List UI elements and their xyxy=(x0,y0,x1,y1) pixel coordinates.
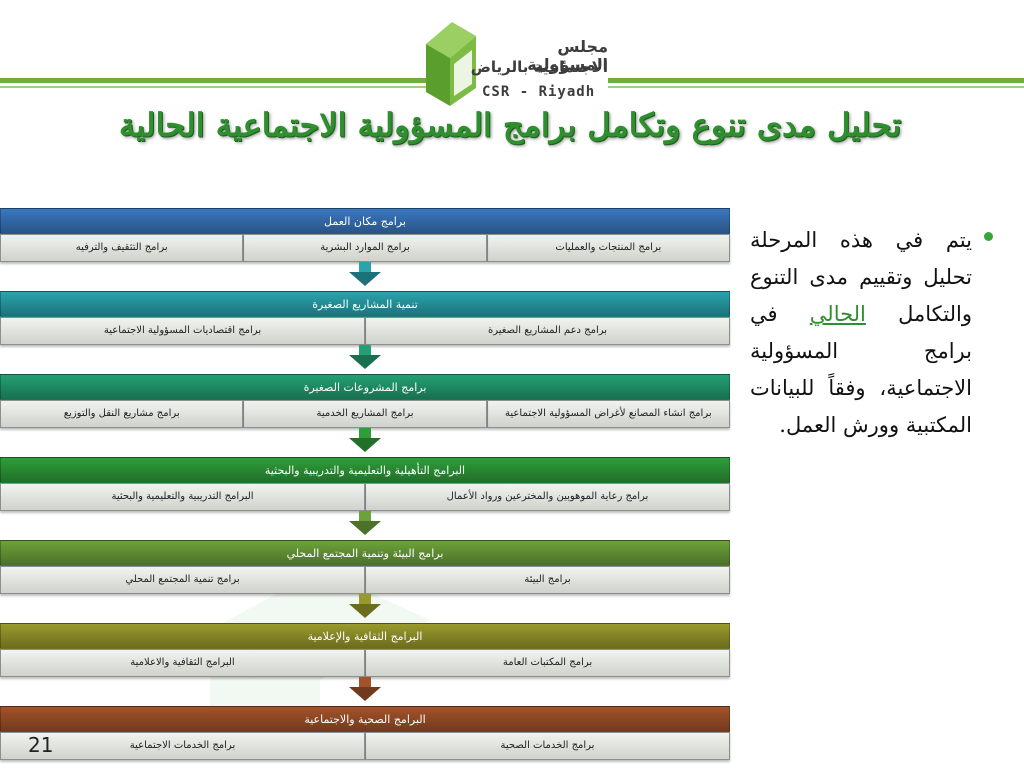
header-line-right-thin xyxy=(608,86,1024,88)
program-items-row: برامج انشاء المصانع لأغراض المسؤولية الا… xyxy=(0,400,730,428)
flow-arrow-icon xyxy=(349,438,381,452)
program-block-title: برامج المشروعات الصغيرة xyxy=(0,374,730,400)
program-item: برامج الموارد البشرية xyxy=(243,234,487,262)
page-number: 21 xyxy=(28,733,54,757)
flow-arrow-stem xyxy=(359,511,371,523)
flow-arrow-icon xyxy=(349,272,381,286)
flow-arrow-stem xyxy=(359,345,371,357)
bullet-icon xyxy=(984,232,993,241)
program-block: البرامج التأهيلية والتعليمية والتدريبية … xyxy=(0,457,730,511)
logo-text-line2: الاجتماعية بالرياض xyxy=(470,58,608,76)
flow-arrow-stem xyxy=(359,594,371,606)
program-item: برامج المنتجات والعمليات xyxy=(486,234,730,262)
flow-arrow-stem xyxy=(359,677,371,689)
bullet-link[interactable]: الحالي xyxy=(809,302,866,326)
flow-arrow-icon xyxy=(349,687,381,701)
program-item: برامج الخدمات الصحية xyxy=(365,732,730,760)
bullet-text-after: في برامج المسؤولية الاجتماعية، وفقاً للب… xyxy=(750,302,972,437)
program-block-title: تنمية المشاريع الصغيرة xyxy=(0,291,730,317)
program-block-title: برامج البيئة وتنمية المجتمع المحلي xyxy=(0,540,730,566)
header-line-right xyxy=(608,78,1024,83)
flow-arrow-icon xyxy=(349,604,381,618)
program-items-row: برامج رعاية الموهوبين والمخترعين ورواد ا… xyxy=(0,483,730,511)
flow-arrow-stem xyxy=(359,262,371,274)
program-item: البرامج التدريبية والتعليمية والبحثية xyxy=(0,483,365,511)
program-item: برامج تنمية المجتمع المحلي xyxy=(0,566,365,594)
csr-logo-icon xyxy=(426,22,476,106)
program-item: برامج رعاية الموهوبين والمخترعين ورواد ا… xyxy=(365,483,730,511)
program-item: برامج التثقيف والترفيه xyxy=(0,234,244,262)
bullet-paragraph: يتم في هذه المرحلة تحليل وتقييم مدى التن… xyxy=(750,222,972,444)
logo-text-line1: مجلس المسؤولية xyxy=(527,37,608,74)
program-item: برامج المكتبات العامة xyxy=(365,649,730,677)
program-item: البرامج الثقافية والاعلامية xyxy=(0,649,365,677)
slide-title: تحليل مدى تنوع وتكامل برامج المسؤولية ال… xyxy=(118,106,902,144)
program-item: برامج دعم المشاريع الصغيرة xyxy=(365,317,730,345)
program-block-title: البرامج التأهيلية والتعليمية والتدريبية … xyxy=(0,457,730,483)
program-item: برامج مشاريع النقل والتوزيع xyxy=(0,400,244,428)
program-block-title: البرامج الثقافية والإعلامية xyxy=(0,623,730,649)
flow-arrow-icon xyxy=(349,521,381,535)
flow-arrow-icon xyxy=(349,355,381,369)
program-item: برامج اقتصاديات المسؤولية الاجتماعية xyxy=(0,317,365,345)
program-item: برامج الخدمات الاجتماعية xyxy=(0,732,365,760)
header-line-left xyxy=(0,78,430,83)
program-item: برامج المشاريع الخدمية xyxy=(243,400,487,428)
bullet-text-before: يتم في هذه المرحلة تحليل وتقييم مدى التن… xyxy=(750,228,972,326)
program-block-title: برامج مكان العمل xyxy=(0,208,730,234)
header-line-left-thin xyxy=(0,86,430,88)
program-item: برامج البيئة xyxy=(365,566,730,594)
program-block-title: البرامج الصحية والاجتماعية xyxy=(0,706,730,732)
program-item: برامج انشاء المصانع لأغراض المسؤولية الا… xyxy=(486,400,730,428)
flow-arrow-stem xyxy=(359,428,371,440)
logo-text-en: CSR - Riyadh xyxy=(482,84,596,100)
